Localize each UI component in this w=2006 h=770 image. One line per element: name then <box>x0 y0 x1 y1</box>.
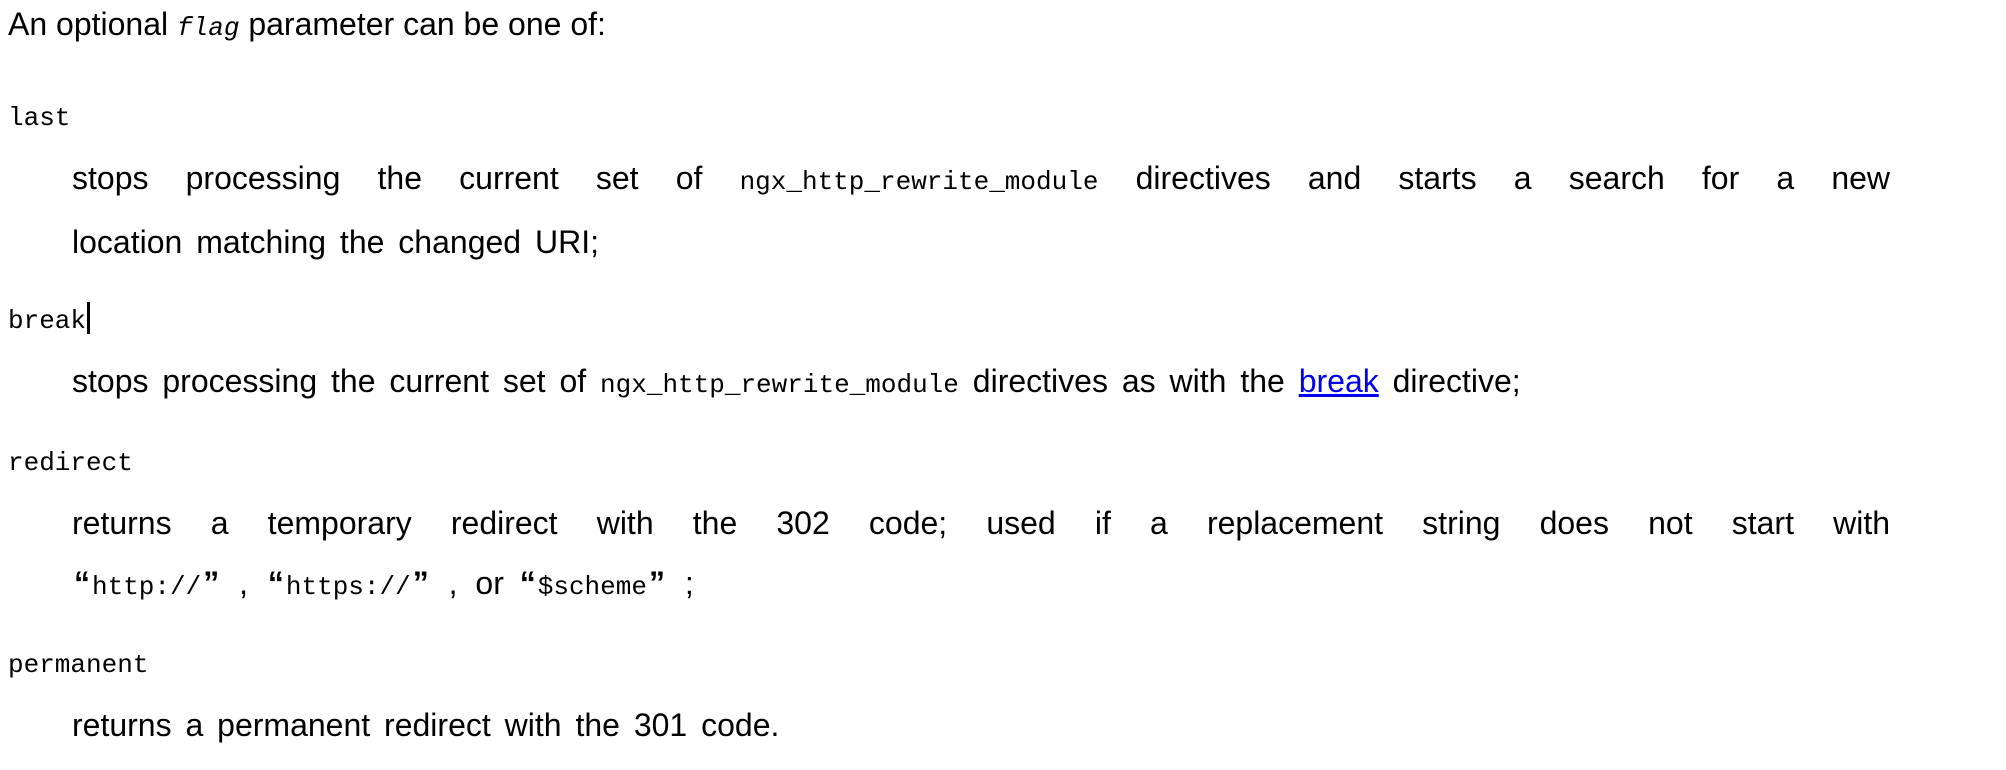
intro-text-pre: An optional <box>8 6 169 42</box>
http-scheme-code: http:// <box>92 572 202 602</box>
term-break: break <box>8 302 1890 339</box>
closing-quote: ” <box>203 565 220 601</box>
comma-separator: , <box>448 565 458 601</box>
definition-permanent: returns a permanent redirect with the 30… <box>72 695 1890 755</box>
closing-quote: ” <box>648 565 665 601</box>
document-body: An optional flag parameter can be one of… <box>8 2 1890 755</box>
term-permanent: permanent <box>8 647 1890 683</box>
definition-redirect-line1: returns a temporary redirect with the 30… <box>72 505 1890 541</box>
rewrite-module-code: ngx_http_rewrite_module <box>600 370 959 400</box>
opening-quote: “ <box>519 565 536 601</box>
term-last-label: last <box>8 103 71 133</box>
definition-permanent-line: returns a permanent redirect with the 30… <box>72 707 780 743</box>
closing-quote: ” <box>412 565 429 601</box>
text-caret <box>87 302 91 334</box>
definition-redirect-line2: “http://” , “https://” , or “$scheme” ; <box>72 553 1890 617</box>
comma-separator: , <box>239 565 248 601</box>
definition-last-text2: directives and starts a search for a new <box>1135 160 1891 196</box>
semicolon: ; <box>684 565 694 601</box>
definition-break: stops processing the current set of ngx_… <box>72 351 1890 415</box>
definition-last: stops processing the current set of ngx_… <box>72 148 1890 272</box>
term-redirect: redirect <box>8 445 1890 481</box>
definition-last-line1: stops processing the current set of ngx_… <box>72 148 1890 212</box>
rewrite-module-code: ngx_http_rewrite_module <box>739 167 1099 197</box>
term-break-label: break <box>8 306 87 336</box>
definition-break-text1: stops processing the current set of <box>72 363 587 399</box>
break-directive-link[interactable]: break <box>1298 363 1379 399</box>
term-redirect-label: redirect <box>8 448 133 478</box>
opening-quote: “ <box>267 565 284 601</box>
definition-last-line2: location matching the changed URI; <box>72 224 599 260</box>
opening-quote: “ <box>74 565 90 601</box>
definition-redirect: returns a temporary redirect with the 30… <box>72 493 1890 617</box>
term-permanent-label: permanent <box>8 650 149 680</box>
definition-break-text2: directives as with the <box>972 363 1285 399</box>
definition-break-line: stops processing the current set of ngx_… <box>72 351 1890 415</box>
intro-paragraph: An optional flag parameter can be one of… <box>8 2 1890 50</box>
scheme-variable-code: $scheme <box>537 572 647 602</box>
flag-definition-list: last stops processing the current set of… <box>8 100 1890 755</box>
or-word: or <box>475 565 504 601</box>
term-last: last <box>8 100 1890 136</box>
definition-break-text3: directive; <box>1392 363 1521 399</box>
flag-parameter-code: flag <box>177 13 240 43</box>
https-scheme-code: https:// <box>285 572 411 602</box>
definition-last-text1: stops processing the current set of <box>72 160 703 196</box>
intro-text-post: parameter can be one of: <box>248 6 606 42</box>
